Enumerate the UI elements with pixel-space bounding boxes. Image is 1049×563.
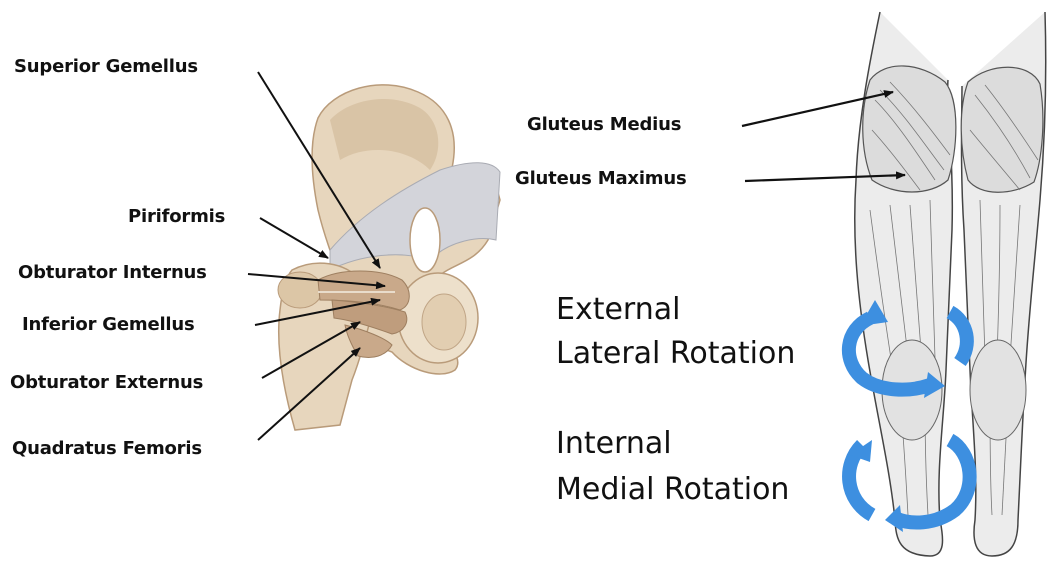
hip-illustration [278, 85, 500, 430]
pubic-inner [422, 294, 466, 350]
label-internal: Internal [556, 424, 672, 464]
label-gluteus-maximus: Gluteus Maximus [515, 168, 687, 189]
label-inferior-gemellus: Inferior Gemellus [22, 314, 195, 335]
label-piriformis: Piriformis [128, 206, 225, 227]
gluteus-right [961, 67, 1043, 192]
label-gluteus-medius: Gluteus Medius [527, 114, 681, 135]
label-quadratus-femoris: Quadratus Femoris [12, 438, 202, 459]
label-lateral-rotation: Lateral Rotation [556, 334, 795, 374]
leader-piriformis [260, 218, 328, 258]
calf-right [970, 340, 1026, 440]
label-obturator-internus: Obturator Internus [18, 262, 207, 283]
obturator-foramen [410, 208, 440, 272]
label-external: External [556, 290, 680, 330]
label-medial-rotation: Medial Rotation [556, 470, 789, 510]
label-obturator-externus: Obturator Externus [10, 372, 203, 393]
gluteus-left [863, 66, 956, 192]
label-superior-gemellus: Superior Gemellus [14, 56, 198, 77]
external-arrow-right-arc [950, 312, 967, 362]
